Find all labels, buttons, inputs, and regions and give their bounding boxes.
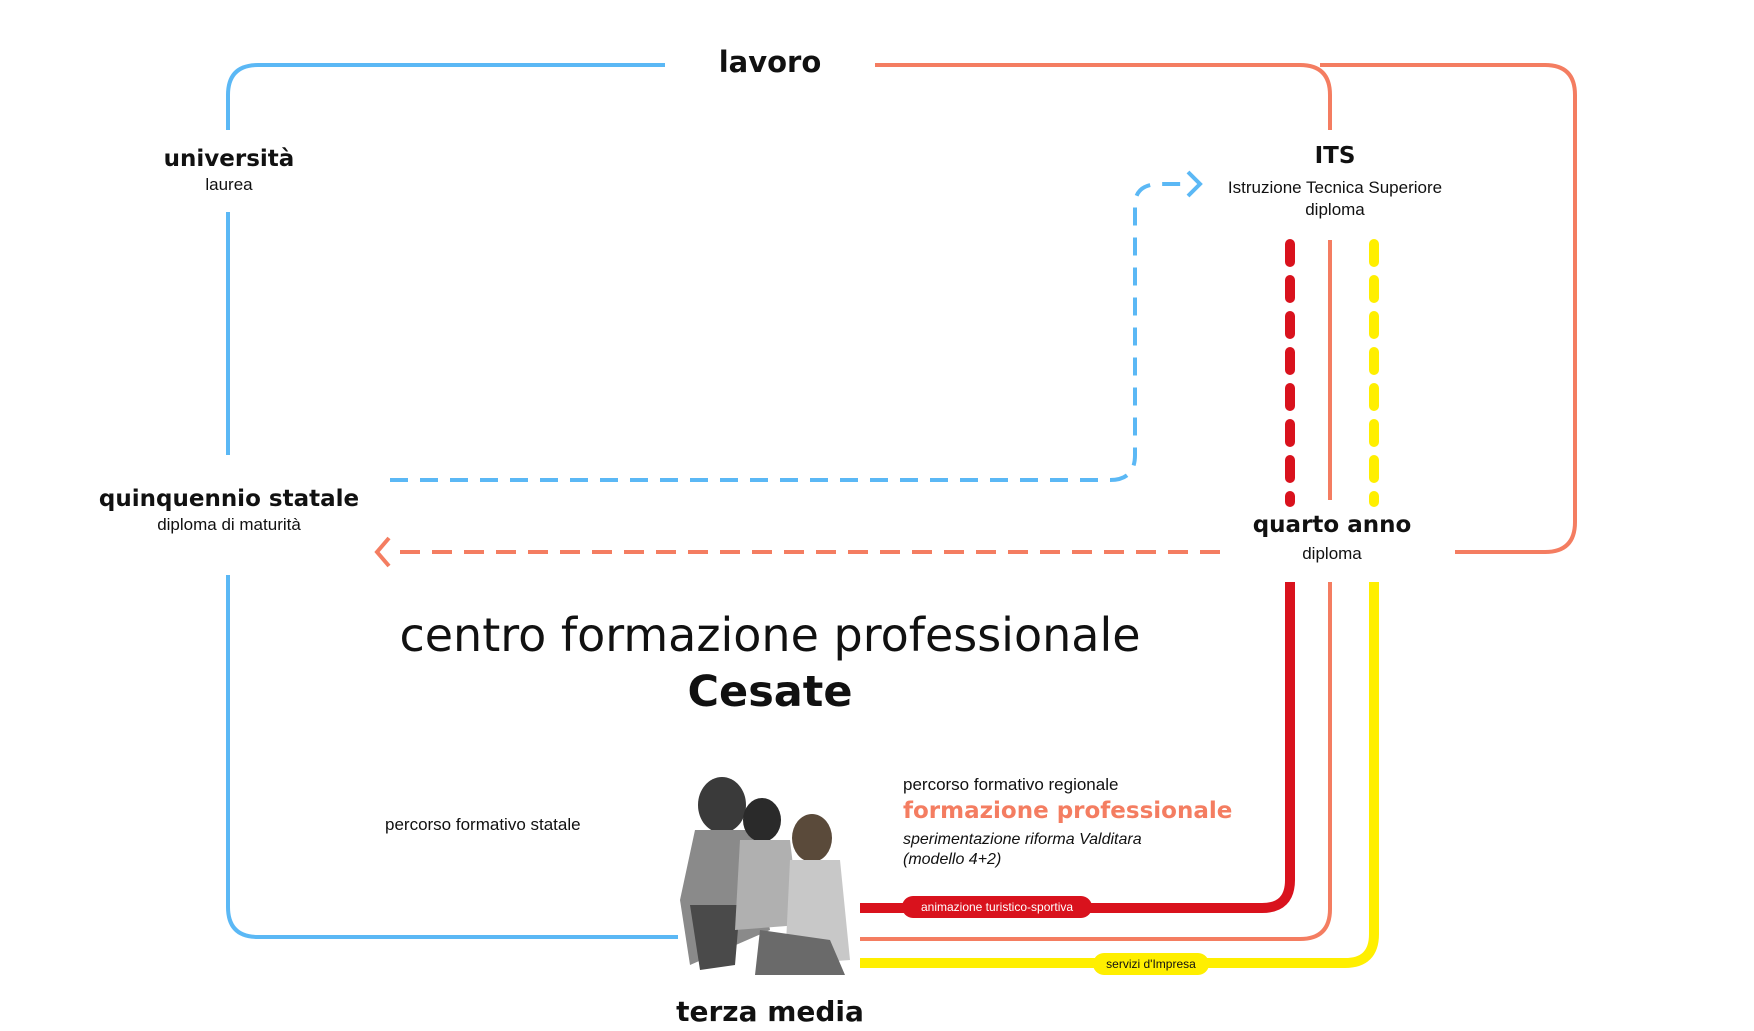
yellow-track-solid [860,582,1379,968]
node-its-diploma: diploma [1305,200,1365,219]
red-track-solid [860,582,1295,913]
salmon-arrow-head [374,536,391,568]
red-track-label-pill [902,896,1092,918]
regionale-path-title: formazione professionale [903,798,1233,824]
blue-dashed-quinquennio-to-its [390,182,1190,482]
salmon-path-terza-to-quarto [860,582,1332,941]
salmon-path-its-to-work [875,63,1332,130]
center-title: centro formazione professionale [399,608,1141,662]
riforma-line-1: sperimentazione riforma Valditara [903,831,1142,848]
yellow-track-label: servizi d'Impresa [1106,957,1196,971]
node-lavoro: lavoro [718,45,822,79]
blue-path-university-to-work [226,63,665,130]
node-quinquennio-title: quinquennio statale [98,486,360,512]
riforma-line-2: (modello 4+2) [903,851,1002,868]
statale-path-label: percorso formativo statale [385,815,581,834]
students-photo [680,777,850,975]
node-universita-subtitle: laurea [205,175,253,194]
center-subtitle: Cesate [687,667,853,717]
regionale-path-label: percorso formativo regionale [903,775,1119,794]
yellow-track-label-pill [1093,953,1209,975]
red-track-label: animazione turistico-sportiva [921,900,1073,914]
node-quarto-title: quarto anno [1252,512,1412,538]
node-universita-title: università [163,146,295,172]
node-quarto-subtitle: diploma [1302,544,1362,563]
blue-path-terza-to-quinquennio [226,575,678,939]
node-terza-media: terza media [676,995,864,1028]
salmon-path-quarto-to-work [1320,63,1577,554]
node-its-title: ITS [1314,143,1356,169]
node-quinquennio-subtitle: diploma di maturità [157,515,301,534]
blue-arrow-head [1186,170,1203,198]
node-its-name: Istruzione Tecnica Superiore [1227,178,1443,197]
